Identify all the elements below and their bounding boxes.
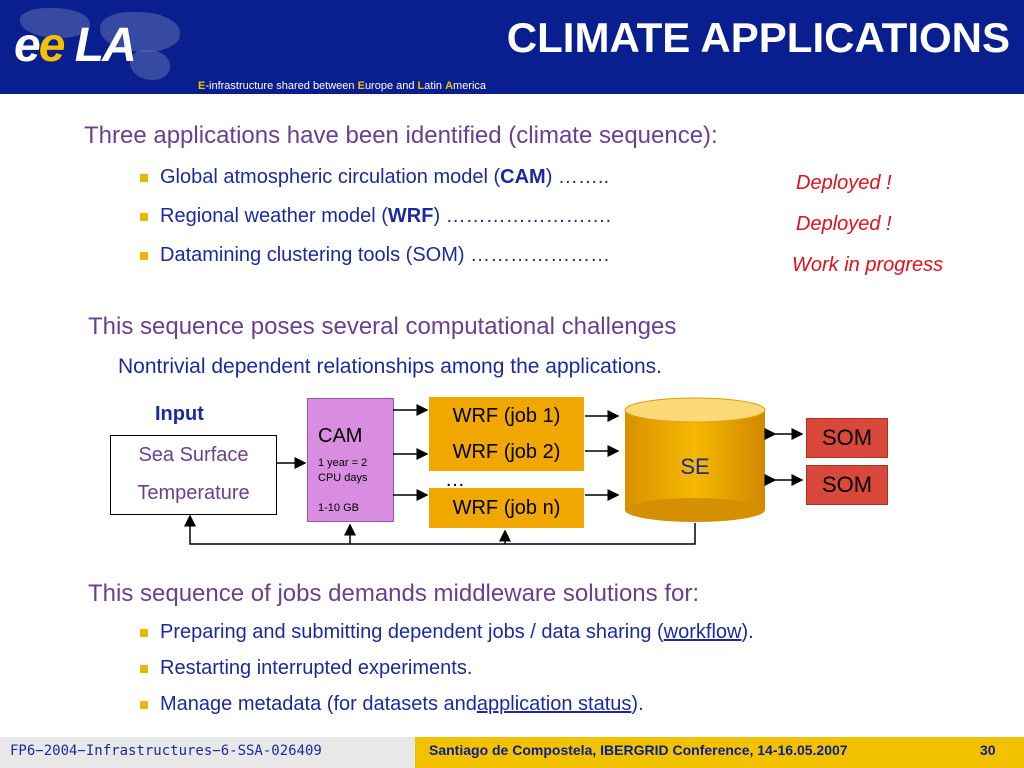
eela-logo: ee LA [14, 18, 137, 73]
bullet-text: Regional weather model ( [160, 205, 388, 227]
bullet-text: Manage metadata (for datasets and [160, 693, 477, 715]
cam-label: CAM [318, 425, 363, 447]
bullet-wrf: Regional weather model (WRF) ……………………. [140, 205, 611, 228]
footer-left-panel [0, 737, 415, 768]
se-cylinder [624, 397, 766, 522]
status-deployed-cam: Deployed ! [796, 172, 892, 194]
bullet-square-icon [140, 664, 148, 673]
cam-note: 1 year = 2 [318, 457, 368, 469]
se-cylinder-body [625, 410, 765, 510]
subtitle-part: L [417, 80, 425, 92]
map-shape [20, 8, 90, 38]
bullet-cam: Global atmospheric circulation model (CA… [140, 166, 609, 189]
cam-box: CAM 1 year = 2 CPU days 1-10 GB [307, 398, 394, 522]
project-code: FP6−2004−Infrastructures−6-SSA-026409 [10, 743, 322, 759]
bullet-square-icon [140, 251, 148, 260]
subtitle-part: merica [453, 80, 487, 92]
bullet-bold: WRF [387, 205, 434, 227]
som-box-2: SOM [806, 465, 888, 505]
map-shape [100, 12, 180, 52]
bullet-text: ). [741, 621, 754, 643]
se-cylinder-bottom [625, 498, 765, 522]
wrf-job-n: WRF (job n) [429, 488, 584, 528]
feedback-loop-line [184, 514, 696, 545]
bullet-square-icon [140, 700, 148, 709]
map-shape [130, 50, 170, 80]
footer-right-panel [415, 737, 1024, 768]
bullet-som: Datamining clustering tools (SOM) ………………… [140, 244, 610, 267]
workflow-link[interactable]: workflow [663, 621, 742, 643]
middleware-heading: This sequence of jobs demands middleware… [88, 580, 699, 607]
bullet-square-icon [140, 173, 148, 182]
application-status-link[interactable]: application status [476, 693, 632, 715]
page-number: 30 [980, 742, 996, 758]
wrf-ellipsis: … [445, 469, 465, 491]
logo-letter: e [14, 19, 41, 72]
bullet-metadata: Manage metadata (for datasets and applic… [140, 693, 644, 716]
bullet-text: Global atmospheric circulation model ( [160, 166, 501, 188]
se-label: SE [680, 454, 709, 479]
wrf-jobs-box: WRF (job 1) WRF (job 2) [429, 397, 584, 471]
subtitle-part: atin [424, 80, 446, 92]
som-box-1: SOM [806, 418, 888, 458]
se-cylinder-top [624, 397, 766, 423]
slide-title: CLIMATE APPLICATIONS [506, 14, 1010, 61]
status-work-in-progress: Work in progress [792, 254, 944, 276]
bullet-text: Datamining clustering tools (SOM) ………………… [160, 244, 611, 266]
logo-letter: LA [74, 19, 137, 72]
applications-heading: Three applications have been identified … [84, 122, 718, 149]
bullet-square-icon [140, 212, 148, 221]
bullet-square-icon [140, 628, 148, 637]
sst-box: Sea Surface Temperature [110, 435, 277, 515]
bullet-text: ) ……………………. [433, 205, 612, 227]
sst-label-line1: Sea Surface [138, 444, 249, 466]
bullet-text: ) …….. [545, 166, 610, 188]
subtitle-part: A [445, 80, 454, 92]
challenges-subheading: Nontrivial dependent relationships among… [118, 355, 663, 378]
logo-panel [0, 0, 195, 94]
input-label: Input [155, 403, 204, 425]
bullet-bold: CAM [500, 166, 546, 188]
slide-subtitle: E-infrastructure shared between Europe a… [198, 80, 486, 92]
status-deployed-wrf: Deployed ! [796, 213, 892, 235]
bullet-workflow: Preparing and submitting dependent jobs … [140, 621, 754, 644]
subtitle-part: E [357, 80, 365, 92]
bullet-text: Restarting interrupted experiments. [160, 657, 473, 679]
subtitle-part: urope and [364, 80, 418, 92]
subtitle-part: E [198, 80, 206, 92]
bullet-restarting: Restarting interrupted experiments. [140, 657, 472, 680]
cam-note: 1-10 GB [318, 502, 359, 514]
sst-label-line2: Temperature [137, 482, 250, 504]
subtitle-part: -infrastructure shared between [205, 80, 358, 92]
cam-note: CPU days [318, 472, 368, 484]
logo-letter: e [38, 19, 66, 72]
wrf-job-2: WRF (job 2) [452, 441, 561, 463]
bullet-text: Preparing and submitting dependent jobs … [160, 621, 664, 643]
conference-info: Santiago de Compostela, IBERGRID Confere… [429, 742, 848, 758]
challenges-heading: This sequence poses several computationa… [88, 313, 677, 340]
bullet-text: ). [631, 693, 644, 715]
wrf-job-1: WRF (job 1) [452, 405, 561, 427]
